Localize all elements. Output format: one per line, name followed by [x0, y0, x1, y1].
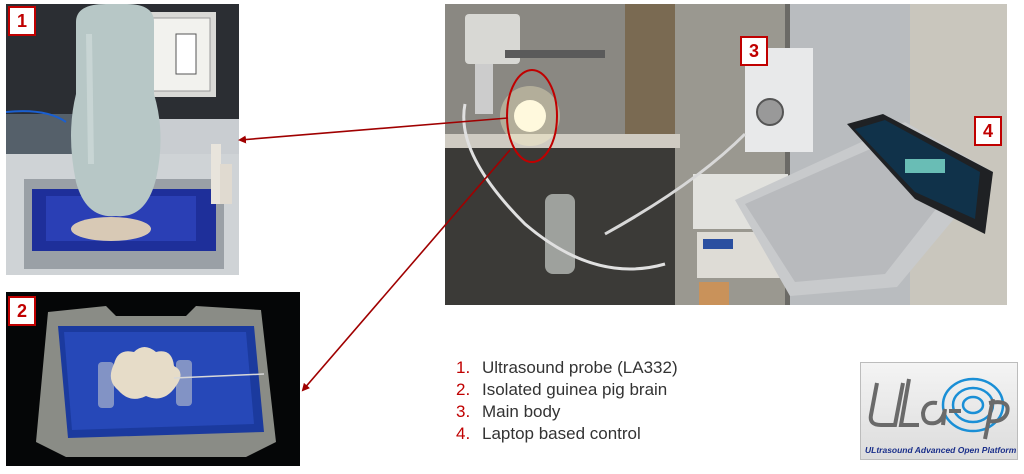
legend-item: 4. Laptop based control [456, 423, 678, 445]
badge-1: 1 [8, 6, 36, 36]
ulaop-logo: ULtrasound Advanced Open Platform [860, 362, 1018, 460]
legend-item: 1. Ultrasound probe (LA332) [456, 357, 678, 379]
photo-probe [6, 4, 239, 275]
legend-text: Laptop based control [482, 424, 641, 443]
legend-item: 3. Main body [456, 401, 678, 423]
photo-lab-setup [445, 4, 1007, 305]
photo-brain [6, 292, 300, 466]
legend-number: 1. [456, 358, 471, 377]
legend-text: Isolated guinea pig brain [482, 380, 668, 399]
badge-2: 2 [8, 296, 36, 326]
legend-text: Ultrasound probe (LA332) [482, 358, 678, 377]
legend-text: Main body [482, 402, 561, 421]
legend-list: 1. Ultrasound probe (LA332) 2. Isolated gu… [456, 357, 678, 445]
legend-number: 3. [456, 402, 471, 421]
ulaop-tagline: ULtrasound Advanced Open Platform [865, 445, 1017, 455]
ulaop-logo-mark [868, 377, 1010, 440]
legend-number: 2. [456, 380, 471, 399]
legend-item: 2. Isolated guinea pig brain [456, 379, 678, 401]
legend-number: 4. [456, 424, 471, 443]
badge-4: 4 [974, 116, 1002, 146]
badge-3: 3 [740, 36, 768, 66]
